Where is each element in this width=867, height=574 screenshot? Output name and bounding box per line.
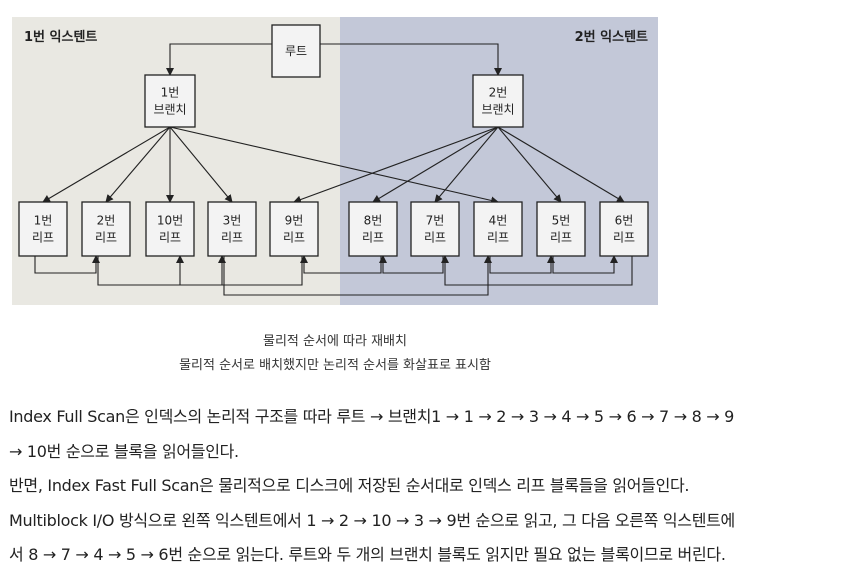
logical-link-2-to-3	[97, 255, 226, 286]
leaf-node-3-label: 3번	[223, 214, 242, 228]
logical-link-1-to-2	[34, 255, 100, 274]
edge-root-branch1	[166, 43, 272, 76]
leaf-node-2-label: 2번	[97, 214, 116, 228]
root-node: 루트	[271, 24, 321, 78]
leaf-node-4-label: 4번	[489, 214, 508, 228]
branch1-edge-leaf-3	[169, 126, 233, 203]
leaf-node-3-box	[207, 201, 257, 257]
leaf-node-10-box	[145, 201, 195, 257]
branch1-edge-leaf-4	[169, 126, 499, 205]
branch-2-node-box	[472, 74, 524, 128]
edge-root-branch2	[320, 43, 502, 76]
leaf-node-5-label: 리프	[550, 231, 572, 245]
branch2-edge-leaf-9	[293, 126, 499, 204]
diagram-caption-line-2: 물리적 순서로 배치했지만 논리적 순서를 화살표로 표시함	[179, 358, 491, 373]
branch-2-node-label: 2번	[489, 86, 508, 100]
leaf-node-6-label: 리프	[613, 231, 635, 245]
leaf-node-8-label: 리프	[362, 231, 384, 245]
leaf-node-9-label: 리프	[283, 231, 305, 245]
branch-1-node-label: 1번	[161, 86, 180, 100]
leaf-node-7-label: 리프	[424, 231, 446, 245]
branch2-edge-leaf-8	[372, 126, 499, 203]
logical-link-5-to-6	[552, 255, 618, 274]
leaf-node-5-box	[536, 201, 586, 257]
paragraph-line: Multiblock I/O 방식으로 왼쪽 익스텐트에서 1 → 2 → 10…	[9, 510, 735, 530]
leaf-node-7-label: 7번	[426, 214, 445, 228]
leaf-node-5-label: 5번	[552, 214, 571, 228]
extent-1-label: 1번 익스텐트	[24, 29, 97, 45]
branch2-edge-leaf-5	[497, 126, 562, 203]
logical-link-6-to-7	[441, 255, 633, 286]
paragraph-line: Index Full Scan은 인덱스의 논리적 구조를 따라 루트 → 브랜…	[9, 407, 735, 426]
logical-link-7-to-8	[379, 255, 444, 274]
paragraph-line: 반면, Index Fast Full Scan은 물리적으로 디스크에 저장된…	[9, 476, 690, 495]
branch1-edge-leaf-2	[105, 126, 171, 203]
paragraph-line: 서 8 → 7 → 4 → 5 → 6번 순으로 읽는다. 루트와 두 개의 브…	[9, 545, 726, 564]
extent-2-background	[340, 17, 658, 305]
leaf-node-7-box	[410, 201, 460, 257]
branch-1-node-label: 브랜치	[153, 103, 186, 117]
leaf-node-4-label: 리프	[487, 231, 509, 245]
leaf-node-9-box	[269, 201, 319, 257]
leaf-node-3-label: 리프	[221, 231, 243, 245]
leaf-node-6-label: 6번	[615, 214, 634, 228]
logical-link-9-to-10	[176, 255, 303, 286]
branch2-edge-leaf-6	[497, 126, 625, 203]
leaf-node-8-label: 8번	[364, 214, 383, 228]
logical-link-8-to-9	[300, 255, 382, 274]
leaf-node-10-label: 리프	[159, 231, 181, 245]
leaf-node-1-label: 리프	[32, 231, 54, 245]
leaf-node-9-label: 9번	[285, 214, 304, 228]
leaf-node-1-label: 1번	[34, 214, 53, 228]
index-structure-diagram: 1번 익스텐트 2번 익스텐트 루트1번브랜치2번브랜치1번리프2번리프10번리…	[12, 17, 658, 305]
branch2-edge-leaf-7	[434, 126, 499, 203]
leaf-node-6-box	[599, 201, 649, 257]
logical-link-4-to-5	[489, 255, 555, 274]
leaf-node-4-box	[473, 201, 523, 257]
leaf-node-8-box	[348, 201, 398, 257]
logical-link-3-to-4	[223, 255, 492, 296]
branch-1-node-box	[144, 74, 196, 128]
leaf-node-2-label: 리프	[95, 231, 117, 245]
root-node-box	[271, 24, 321, 78]
leaf-node-1-box	[18, 201, 68, 257]
leaf-node-10-label: 10번	[157, 214, 183, 228]
root-node-label: 루트	[285, 44, 307, 58]
extent-2-label: 2번 익스텐트	[575, 29, 648, 45]
branch1-edge-leaf-1	[42, 126, 171, 203]
description-text: Index Full Scan은 인덱스의 논리적 구조를 따라 루트 → 브랜…	[9, 400, 864, 573]
paragraph-line: → 10번 순으로 블록을 읽어들인다.	[9, 441, 239, 461]
leaf-node-2-box	[81, 201, 131, 257]
branch-2-node-label: 브랜치	[481, 103, 514, 117]
diagram-caption-line-1: 물리적 순서에 따라 재배치	[263, 334, 407, 349]
